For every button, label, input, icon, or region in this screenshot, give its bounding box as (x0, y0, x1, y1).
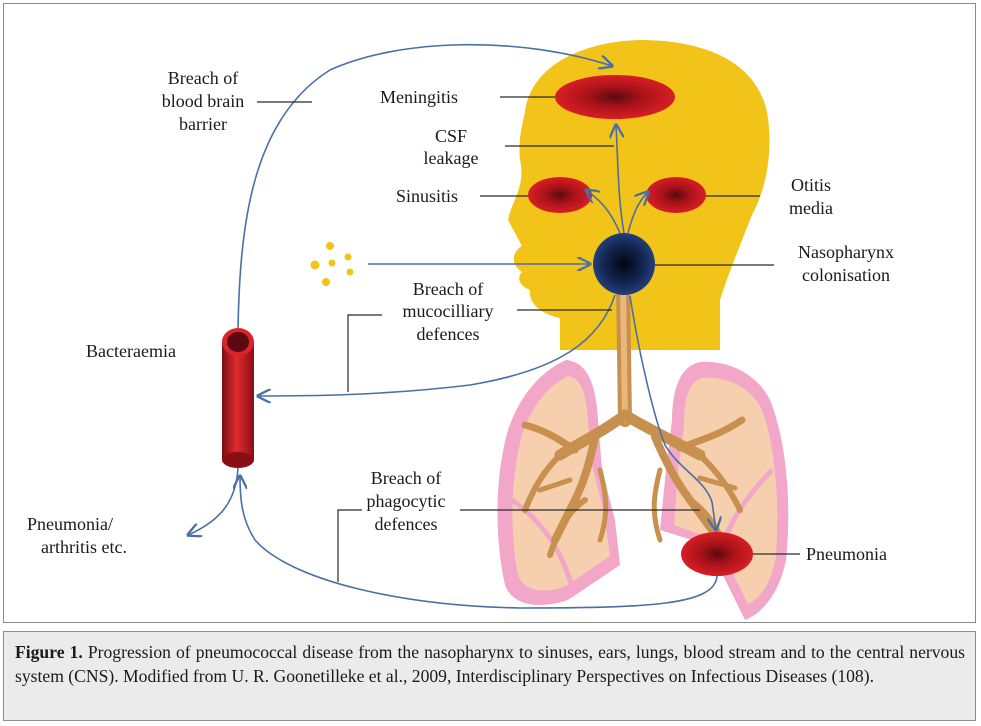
label-phago-3: defences (375, 514, 438, 534)
label-phago-2: phagocytic (367, 491, 446, 511)
meningitis-site (555, 75, 675, 119)
label-muco-2: mucocilliary (403, 301, 494, 321)
label-otitis-2: media (789, 198, 833, 218)
label-breach-bbb-1: Breach of (168, 68, 238, 88)
caption-text: Progression of pneumococcal disease from… (15, 642, 965, 686)
label-csf-2: leakage (424, 148, 479, 168)
pneumonia-site (681, 532, 753, 576)
label-meningitis: Meningitis (380, 87, 458, 107)
label-pneumonia-arthritis-2: arthritis etc. (41, 537, 127, 557)
label-muco-3: defences (417, 324, 480, 344)
label-csf-1: CSF (435, 126, 467, 146)
label-pneumonia: Pneumonia (806, 544, 887, 564)
blood-vessel (222, 328, 254, 468)
nasopharynx-site (593, 233, 655, 295)
figure-caption: Figure 1. Progression of pneumococcal di… (3, 631, 976, 721)
label-breach-bbb-3: barrier (179, 114, 227, 134)
label-phago-1: Breach of (371, 468, 441, 488)
label-nasopharynx-1: Nasopharynx (798, 242, 894, 262)
caption-label: Figure 1. (15, 642, 83, 662)
label-bacteraemia: Bacteraemia (86, 341, 176, 361)
otitis-media-site (646, 177, 706, 213)
label-otitis-1: Otitis (791, 175, 831, 195)
pneumococcal-progression-diagram: Breach of blood brain barrier Meningitis… (0, 0, 981, 626)
label-muco-1: Breach of (413, 279, 483, 299)
label-pneumonia-arthritis-1: Pneumonia/ (27, 514, 113, 534)
sinusitis-site (528, 177, 592, 213)
label-sinusitis: Sinusitis (396, 186, 458, 206)
label-breach-bbb-2: blood brain (162, 91, 245, 111)
label-nasopharynx-2: colonisation (802, 265, 890, 285)
bacteria-dots (311, 242, 354, 286)
